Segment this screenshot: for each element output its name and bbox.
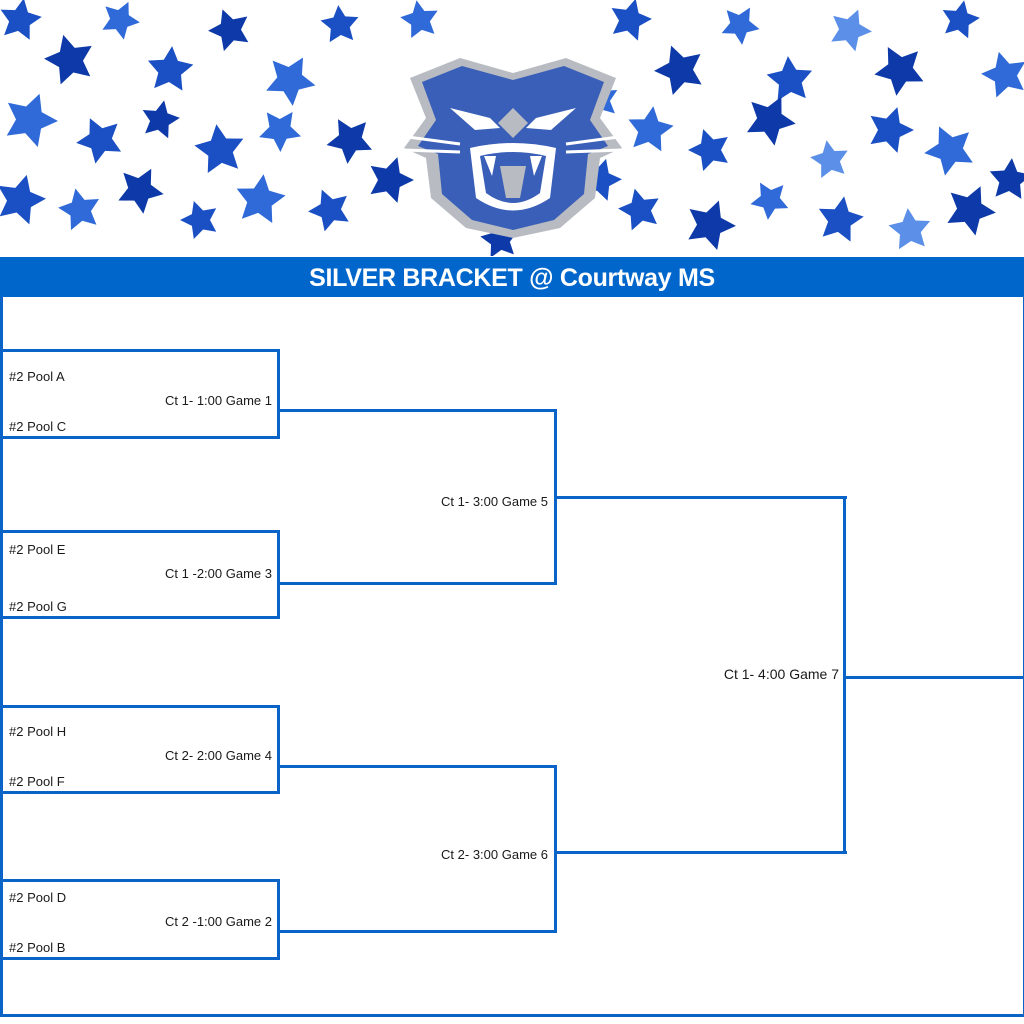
team-slot: #2 Pool G (9, 599, 67, 614)
game-label: Ct 1 -2:00 Game 3 (165, 566, 272, 581)
game-label: Ct 2- 3:00 Game 6 (441, 847, 548, 862)
team-slot: #2 Pool A (9, 369, 65, 384)
star-banner (0, 0, 1024, 256)
team-slot: #2 Pool B (9, 940, 66, 955)
game-label: Ct 1- 1:00 Game 1 (165, 393, 272, 408)
team-slot: #2 Pool E (9, 542, 66, 557)
game-label: Ct 1- 3:00 Game 5 (441, 494, 548, 509)
team-slot: #2 Pool H (9, 724, 67, 739)
game-label: Ct 2- 2:00 Game 4 (165, 748, 272, 763)
game-label: Ct 1- 4:00 Game 7 (723, 666, 839, 682)
team-slot: #2 Pool F (9, 774, 65, 789)
team-slot: #2 Pool D (9, 890, 67, 905)
team-slot: #2 Pool C (9, 419, 67, 434)
game-label: Ct 2 -1:00 Game 2 (165, 914, 272, 929)
page-title: SILVER BRACKET @ Courtway MS (0, 257, 1024, 297)
wildcat-logo-icon (400, 58, 626, 238)
